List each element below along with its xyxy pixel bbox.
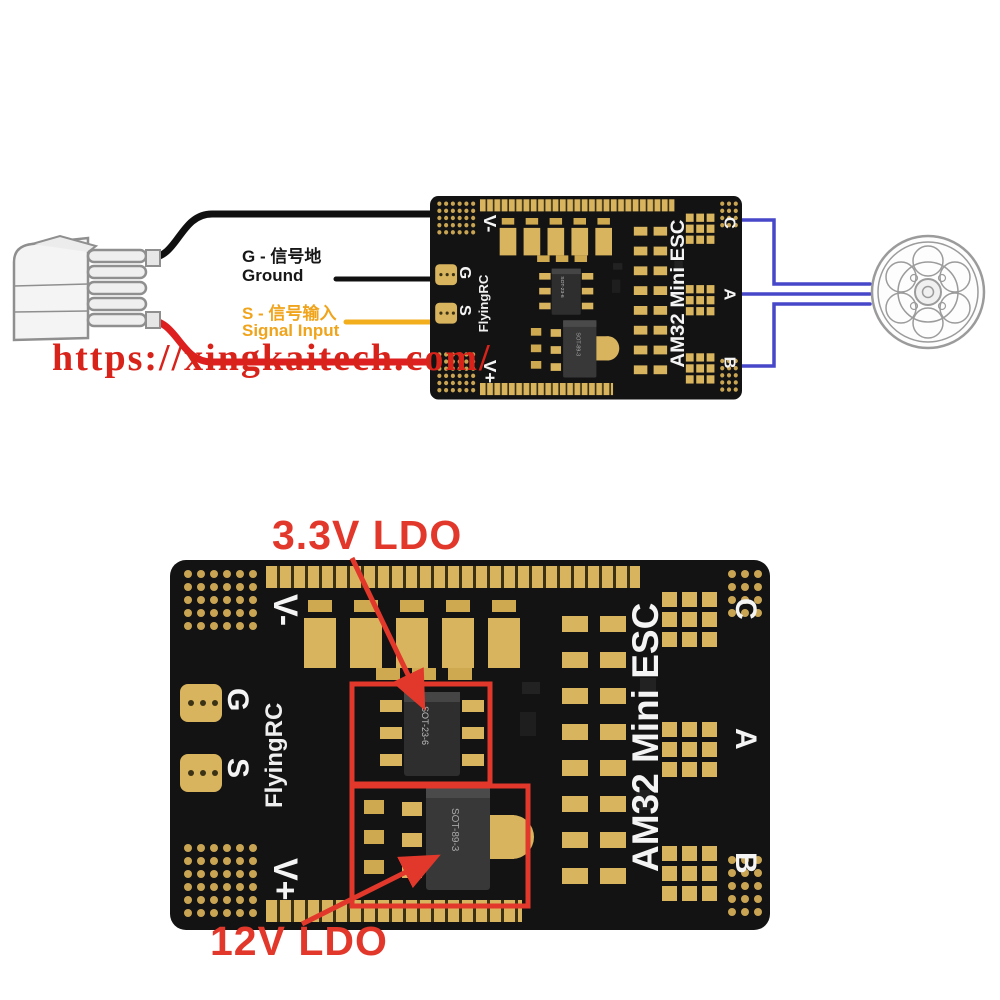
connector-top-face: [31, 234, 99, 253]
ldo-annotations: [300, 556, 531, 927]
arrow-12v: [300, 854, 441, 927]
label-ground-en: Ground: [242, 266, 304, 285]
motor-bell-spokes: [885, 245, 971, 339]
connector-terminal-pos: [145, 311, 161, 329]
motor-shaft: [921, 285, 935, 299]
power-connector: [12, 234, 161, 342]
annotation-3v3-ldo: 3.3V LDO: [272, 512, 463, 558]
esc-board-large: [170, 560, 770, 930]
highlight-box-12v: [349, 783, 531, 909]
annotation-12v-ldo: 12V LDO: [210, 918, 388, 964]
phase-wire-b: [740, 302, 872, 368]
connector-body: [12, 236, 90, 342]
connector-ribs: [86, 248, 148, 328]
watermark: https://xingkaitech.com/: [52, 337, 492, 379]
label-signal-cn: S - 信号输入: [242, 304, 337, 323]
arrow-3v3: [349, 556, 426, 711]
motor-hub: [914, 278, 942, 306]
motor-bolts: [909, 273, 947, 311]
motor: [870, 234, 986, 350]
label-ground-cn: G - 信号地: [242, 247, 322, 266]
label-signal-en: Signal Input: [242, 321, 340, 340]
phase-wire-c: [740, 218, 872, 286]
connector-terminal-neg: [145, 249, 161, 267]
